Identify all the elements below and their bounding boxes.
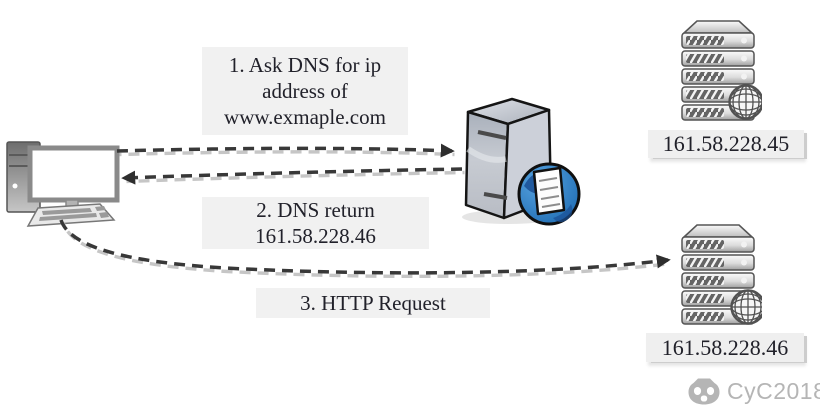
message-step2: 2. DNS return 161.58.228.46 [202,197,429,249]
computer-monitor [27,145,120,203]
globe-icon [730,289,762,325]
message-step2-line1: 2. DNS return [256,198,375,222]
ip-label-server-b: 161.58.228.46 [646,333,804,362]
message-step3-line1: 3. HTTP Request [300,291,446,315]
server-slot [477,130,507,140]
watermark-text: CyC2018 [727,378,820,404]
client-computer-icon [6,141,120,227]
watermark: CyC2018 [688,378,820,405]
arrow-step1-dns-query [116,143,455,158]
octocat-icon [688,378,720,405]
message-step1-line1: 1. Ask DNS for ip [228,53,382,77]
web-server-icon [681,224,762,325]
ip-label-server-a: 161.58.228.45 [648,130,804,158]
web-server-icon [681,20,762,121]
server-slot [483,192,508,200]
message-step3: 3. HTTP Request [256,288,490,318]
document-icon [532,166,566,216]
message-step1-line3: www.exmaple.com [224,105,386,129]
arrow-step2-dns-response [121,167,463,185]
message-step1: 1. Ask DNS for ip address of www.exmaple… [202,47,408,135]
server-front-face [464,110,510,220]
server-slabs [681,32,755,121]
message-step2-line2: 161.58.228.46 [255,224,376,248]
globe-icon [728,84,762,120]
dns-server-icon [462,97,581,226]
message-step1-line2: address of [262,79,348,103]
